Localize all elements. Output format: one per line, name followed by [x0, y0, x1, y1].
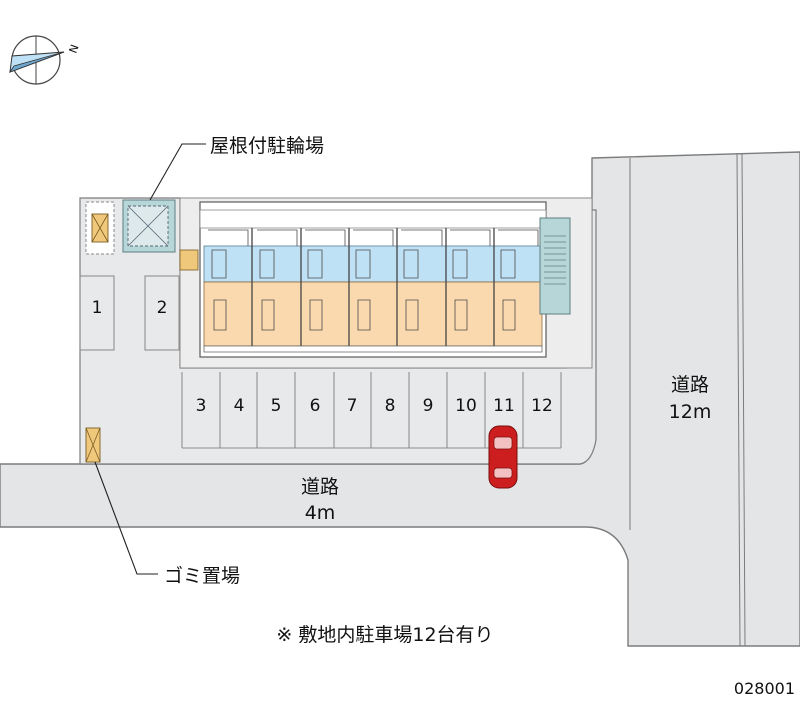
garbage-box-cross [85, 427, 101, 463]
building-corridor [199, 209, 547, 229]
unit-balconies [203, 345, 543, 353]
parking-number: 5 [271, 396, 282, 416]
parking-number: 3 [196, 396, 207, 416]
bike-parking-label: 屋根付駐輪場 [210, 135, 324, 157]
parking-number: 4 [234, 396, 245, 416]
car-icon [488, 425, 518, 489]
parking-number: 9 [423, 396, 434, 416]
main-road-label: 道路 [671, 374, 709, 396]
parking-row-lines [181, 372, 562, 449]
unit-living-area [203, 281, 543, 347]
north-arrow-icon: N [8, 35, 82, 85]
front-road-label: 道路 [301, 476, 339, 498]
parking-note: ※ 敷地内駐車場12台有り [276, 624, 493, 646]
main-road-lane-line [736, 152, 741, 647]
parking-number: 2 [157, 298, 168, 318]
garbage-station [85, 427, 101, 463]
main-road-width: 12m [669, 401, 712, 423]
unit-dividers [251, 228, 495, 350]
parking-number: 7 [347, 396, 358, 416]
staircase-steps [544, 235, 566, 285]
parking-area: 1 2 3 4 5 6 7 8 9 10 11 12 [79, 275, 562, 449]
apartment-building [179, 201, 571, 358]
main-road-lane-line [741, 152, 746, 647]
storage-box-cross [91, 213, 109, 243]
bike-parking [122, 199, 176, 253]
unit-wet-area [203, 245, 543, 283]
unit-interior-details [208, 229, 539, 331]
garbage-leader-line [94, 461, 158, 575]
property-id: 028001 [734, 679, 795, 698]
parking-number: 6 [310, 396, 321, 416]
parking-number: 1 [92, 298, 103, 318]
parking-space [144, 275, 180, 351]
parking-number: 11 [493, 396, 515, 416]
meter-box [179, 249, 199, 271]
storage-box [85, 201, 115, 255]
parking-number: 12 [531, 396, 553, 416]
garbage-label: ゴミ置場 [164, 565, 240, 587]
compass-north-label: N [67, 43, 82, 55]
parking-number: 8 [385, 396, 396, 416]
parking-space [79, 275, 115, 351]
bike-parking-cross [127, 205, 169, 247]
front-road-width: 4m [305, 502, 336, 524]
bike-parking-leader-line [149, 143, 206, 201]
parking-number: 10 [455, 396, 477, 416]
